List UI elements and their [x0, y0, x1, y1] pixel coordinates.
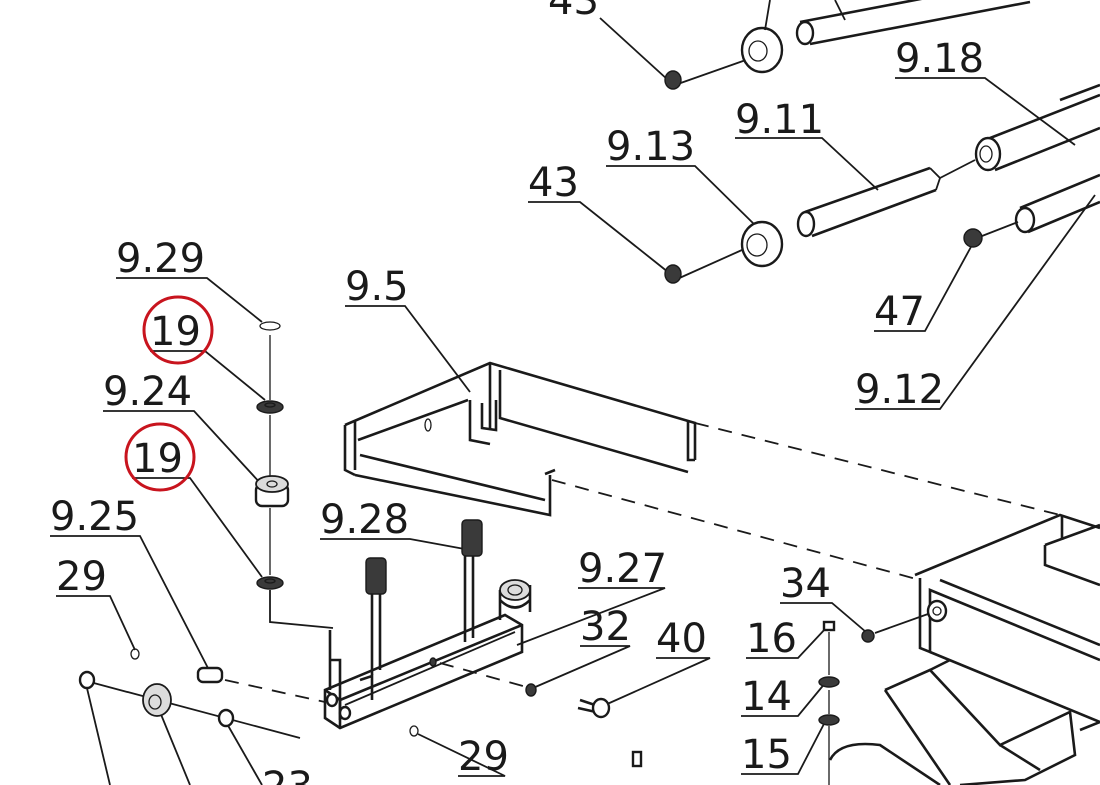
highlight-circle-19-upper — [142, 295, 214, 365]
callout-47: 47 — [874, 289, 925, 335]
callout-leaders — [50, 17, 1096, 785]
callout-9-13: 9.13 — [606, 124, 695, 170]
callout-40: 40 — [656, 616, 707, 662]
callout-43: 43 — [528, 160, 579, 206]
washer-stack — [254, 321, 290, 590]
callout-29-left: 29 — [56, 554, 107, 600]
fasteners — [525, 683, 643, 768]
right-chassis — [818, 513, 1100, 785]
callout-23: 23 — [262, 764, 313, 785]
callout-16: 16 — [746, 616, 797, 662]
callout-9-11: 9.11 — [735, 97, 824, 143]
callout-9-29: 9.29 — [116, 236, 205, 282]
callout-34: 34 — [780, 561, 831, 607]
highlight-circle-19-lower — [124, 422, 196, 492]
lower-left-parts — [78, 648, 531, 737]
callout-9-25: 9.25 — [50, 494, 139, 540]
callout-9-5: 9.5 — [345, 264, 409, 310]
callout-labels: 43 9.18 9.11 9.13 43 47 9.12 9.29 19 9.2… — [50, 0, 984, 785]
callout-9-28: 9.28 — [320, 497, 409, 543]
callout-43-top: 43 — [548, 0, 599, 24]
highlight-marks — [124, 295, 214, 492]
callout-9-12: 9.12 — [855, 367, 944, 413]
callout-19-lower: 19 — [132, 436, 183, 482]
callout-9-27: 9.27 — [578, 546, 667, 592]
callout-9-24: 9.24 — [103, 369, 192, 415]
callout-15: 15 — [741, 732, 792, 778]
plate-9-27 — [269, 519, 532, 730]
callout-9-18: 9.18 — [895, 36, 984, 82]
callout-14: 14 — [741, 674, 792, 720]
roller-assembly — [664, 0, 1100, 284]
callout-19-upper: 19 — [150, 309, 201, 355]
u-bracket-9-5 — [343, 361, 1061, 581]
